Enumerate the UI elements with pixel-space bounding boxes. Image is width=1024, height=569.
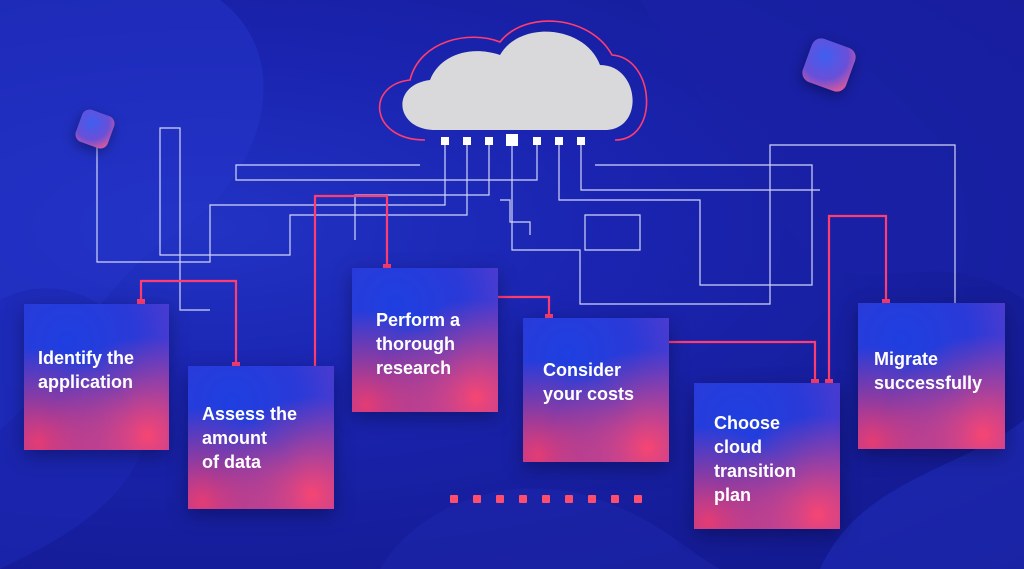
pink-connector-nodes — [137, 264, 890, 387]
progress-dots — [450, 495, 642, 503]
step-label: Assess the amount of data — [202, 404, 298, 472]
pink-wires — [139, 194, 888, 383]
cloud-ports — [441, 134, 585, 146]
step-consider-costs: Consider your costs — [523, 318, 669, 462]
step-label: Perform a thorough research — [376, 310, 461, 378]
step-label: Consider your costs — [543, 360, 635, 404]
step-perform-research: Perform a thorough research — [352, 268, 498, 412]
step-identify-application: Identify the application — [24, 304, 169, 450]
cloud-icon — [378, 20, 648, 141]
step-choose-plan: Choose cloud transition plan — [694, 383, 840, 529]
step-label: Choose cloud transition plan — [714, 413, 797, 505]
step-assess-data: Assess the amount of data — [188, 366, 334, 509]
white-wires — [96, 127, 956, 315]
step-label: Migrate successfully — [874, 349, 983, 393]
step-label: Identify the application — [38, 348, 135, 392]
step-migrate: Migrate successfully — [858, 303, 1005, 449]
